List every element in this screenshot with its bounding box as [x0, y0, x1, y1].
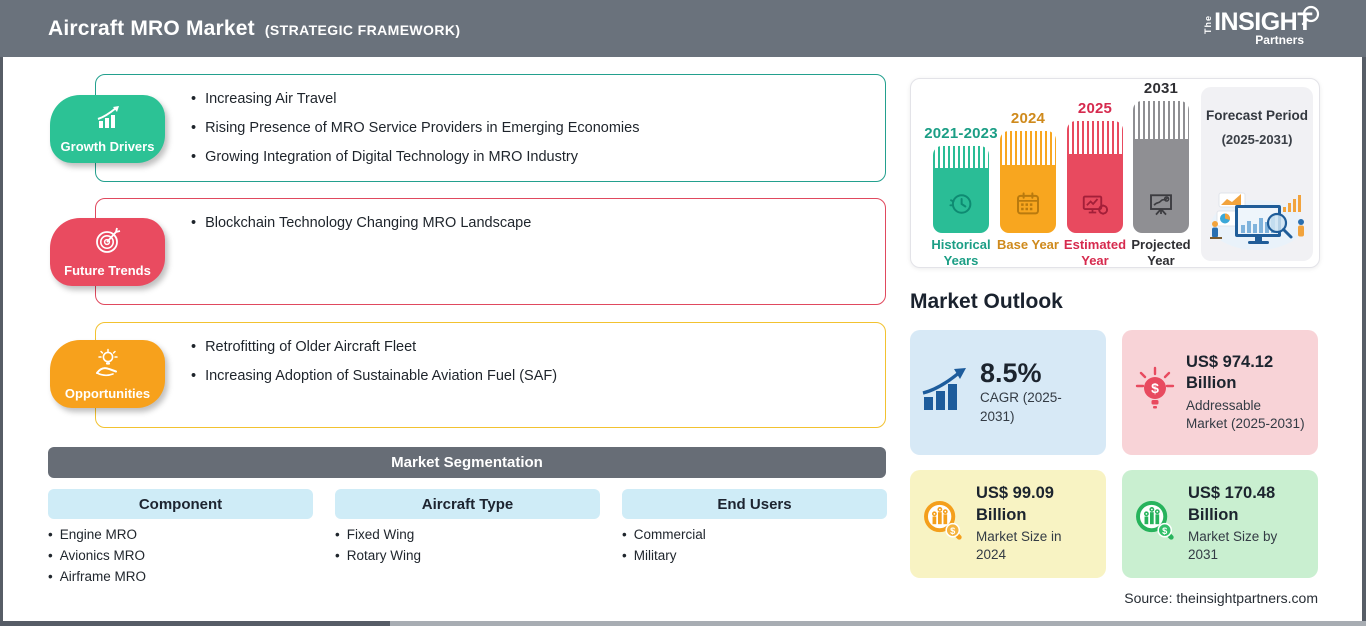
projected-year-bar: [1133, 101, 1189, 233]
timeline-year-label: 2031: [1143, 80, 1179, 97]
scrollbar-thumb[interactable]: [0, 621, 390, 626]
list-item: Rising Presence of MRO Service Providers…: [191, 120, 865, 136]
timeline-year-label: 2024: [1010, 110, 1046, 127]
opportunities-box: Retrofitting of Older Aircraft Fleet Inc…: [95, 322, 886, 428]
aircraft-type-items: Fixed Wing Rotary Wing: [335, 524, 421, 566]
cagr-desc: CAGR (2025-2031): [980, 390, 1062, 424]
market-size-2031-card: $ US$ 170.48 Billion Market Size by 2031: [1122, 470, 1318, 578]
growth-arrow-icon: [920, 367, 972, 418]
timeline-caption: Projected Year: [1131, 237, 1191, 269]
segment-column-aircraft-type: Aircraft Type: [335, 489, 600, 519]
horizontal-scrollbar[interactable]: [0, 621, 1366, 626]
logo-insight-text: INSIGHT: [1214, 8, 1312, 36]
badge-label: Future Trends: [64, 262, 151, 278]
list-item: Airframe MRO: [48, 566, 146, 587]
history-clock-icon: [946, 189, 976, 224]
cagr-card: 8.5% CAGR (2025-2031): [910, 330, 1106, 455]
end-users-items: Commercial Military: [622, 524, 706, 566]
list-item: Retrofitting of Older Aircraft Fleet: [191, 339, 865, 355]
list-item: Commercial: [622, 524, 706, 545]
source-text: Source: theinsightpartners.com: [1124, 590, 1318, 606]
market-size-2024-desc: Market Size in 2024: [976, 529, 1062, 563]
list-item: Blockchain Technology Changing MRO Lands…: [191, 215, 865, 231]
base-year-bar: [1000, 131, 1056, 233]
analytics-illustration: [1205, 187, 1309, 256]
logo-partners-text: Partners: [1255, 33, 1304, 47]
opportunities-badge: Opportunities: [50, 340, 165, 408]
list-item: Engine MRO: [48, 524, 146, 545]
list-item: Avionics MRO: [48, 545, 146, 566]
list-item: Military: [622, 545, 706, 566]
dollar-bulb-icon: $: [1132, 364, 1178, 421]
timeline-caption: Historical Years: [931, 237, 991, 269]
growth-drivers-box: Increasing Air Travel Rising Presence of…: [95, 74, 886, 182]
research-timeline-card: 2021-2023 2024 2025 2031: [910, 78, 1320, 268]
market-size-2031-desc: Market Size by 2031: [1188, 529, 1278, 563]
timeline-year-label: 2025: [1077, 100, 1113, 117]
page-subtitle-text: (STRATEGIC FRAMEWORK): [264, 21, 461, 38]
historical-years-bar: [933, 146, 989, 233]
growth-drivers-badge: Growth Drivers: [50, 95, 165, 163]
insight-partners-logo: The INSIGHT Partners: [1203, 5, 1322, 47]
timeline-caption: Base Year: [997, 237, 1059, 252]
svg-text:$: $: [1151, 380, 1159, 396]
forecast-period-panel: Forecast Period (2025-2031): [1201, 87, 1313, 261]
forecast-period-range: (2025-2031): [1221, 131, 1293, 147]
header-bar: Aircraft MRO Market (STRATEGIC FRAMEWORK…: [0, 0, 1366, 57]
projection-screen-icon: [1145, 189, 1177, 224]
market-segmentation-header: Market Segmentation: [48, 447, 886, 478]
addressable-market-card: $ US$ 974.12 Billion Addressable Market …: [1122, 330, 1318, 455]
list-item: Increasing Air Travel: [191, 91, 865, 107]
segment-column-component: Component: [48, 489, 313, 519]
list-item: Fixed Wing: [335, 524, 421, 545]
list-item: Increasing Adoption of Sustainable Aviat…: [191, 368, 865, 384]
estimated-year-bar: [1067, 121, 1123, 233]
future-trends-list: Blockchain Technology Changing MRO Lands…: [96, 199, 885, 231]
cagr-value: 8.5%: [980, 358, 1042, 389]
magnifier-chart-orange-icon: $: [920, 498, 968, 551]
segment-column-end-users: End Users: [622, 489, 887, 519]
opportunities-list: Retrofitting of Older Aircraft Fleet Inc…: [96, 323, 885, 384]
estimate-monitor-icon: [1079, 189, 1111, 224]
timeline-caption: Estimated Year: [1063, 237, 1127, 269]
addressable-market-value: US$ 974.12 Billion: [1186, 352, 1274, 393]
timeline-year-label: 2021-2023: [924, 125, 998, 142]
page-left-border: [0, 0, 3, 626]
page-title: Aircraft MRO Market (STRATEGIC FRAMEWORK…: [48, 17, 460, 41]
list-item: Growing Integration of Digital Technolog…: [191, 149, 865, 165]
badge-label: Opportunities: [64, 385, 151, 401]
future-trends-badge: Future Trends: [50, 218, 165, 286]
market-size-2024-value: US$ 99.09 Billion: [976, 484, 1054, 524]
market-size-2024-card: $ US$ 99.09 Billion Market Size in 2024: [910, 470, 1106, 578]
addressable-market-desc: Addressable Market (2025-2031): [1186, 397, 1305, 431]
growth-drivers-list: Increasing Air Travel Rising Presence of…: [96, 75, 885, 165]
target-dart-icon: [93, 227, 123, 260]
calendar-icon: [1013, 189, 1043, 224]
component-items: Engine MRO Avionics MRO Airframe MRO: [48, 524, 146, 587]
badge-label: Growth Drivers: [60, 138, 155, 154]
market-outlook-title: Market Outlook: [910, 290, 1063, 313]
market-size-2031-value: US$ 170.48 Billion: [1188, 484, 1276, 524]
forecast-period-title: Forecast Period: [1205, 108, 1309, 123]
future-trends-box: Blockchain Technology Changing MRO Lands…: [95, 198, 886, 305]
list-item: Rotary Wing: [335, 545, 421, 566]
magnifier-chart-green-icon: $: [1132, 498, 1180, 551]
magnifier-icon: [1298, 4, 1324, 35]
growth-chart-icon: [93, 105, 123, 136]
page-right-border: [1362, 0, 1366, 626]
page-title-text: Aircraft MRO Market: [48, 16, 255, 40]
logo-the-text: The: [1203, 15, 1214, 35]
lightbulb-hand-icon: [93, 348, 123, 383]
svg-text:$: $: [950, 526, 956, 536]
svg-text:$: $: [1162, 526, 1168, 536]
